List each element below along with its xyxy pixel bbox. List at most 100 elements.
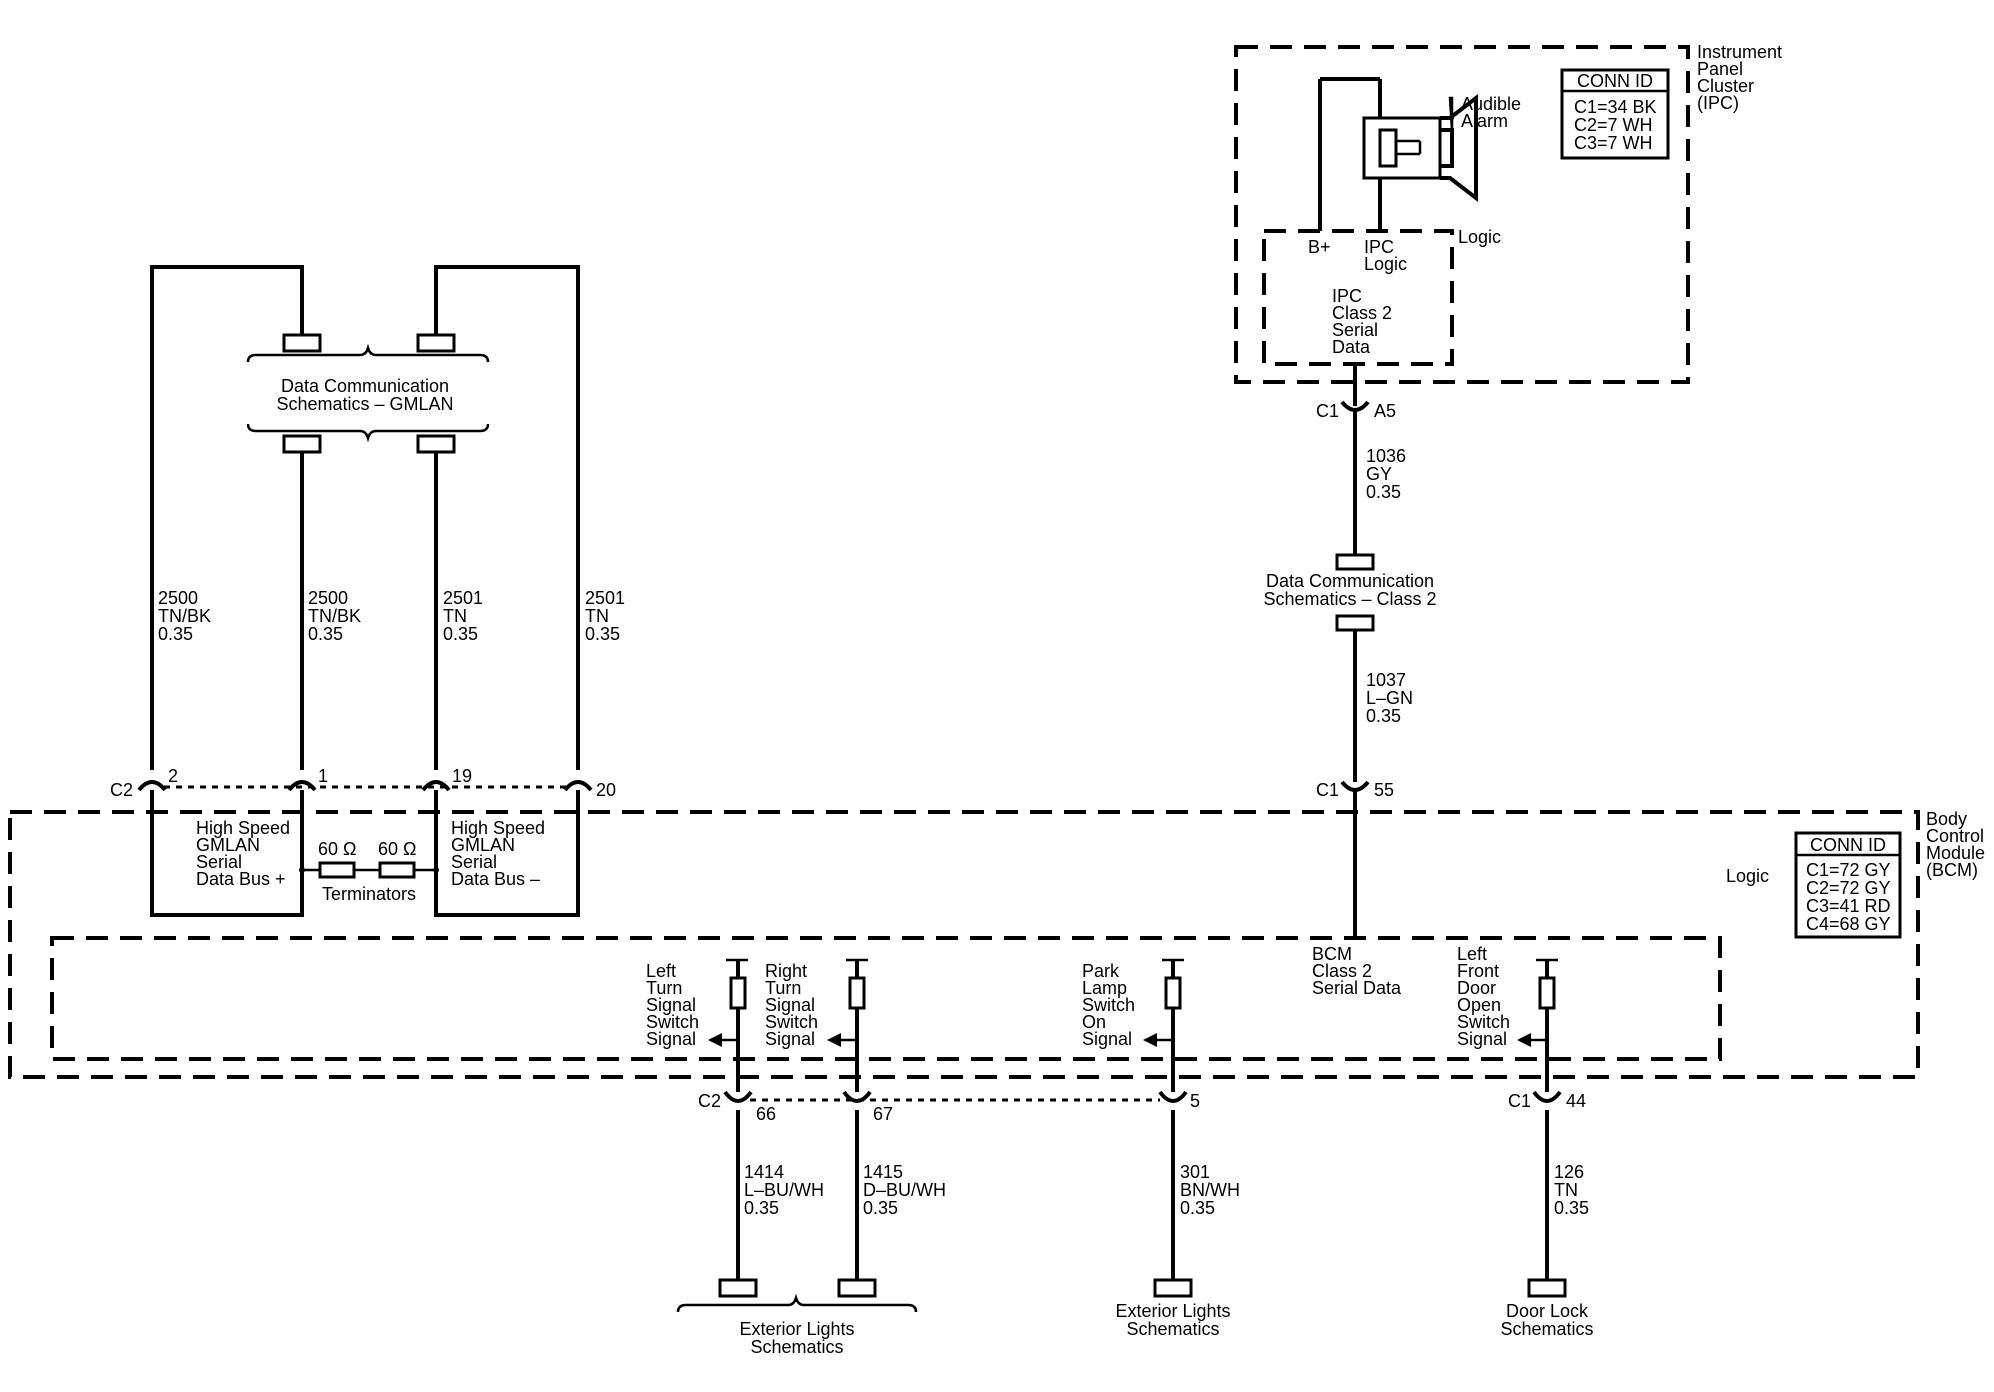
signal-label: Signal (646, 1029, 696, 1049)
bcm-conn-id-header: CONN ID (1810, 835, 1886, 855)
gmlan-wire-label: TN (585, 606, 609, 626)
gmlan-wire-label: 2501 (585, 588, 625, 608)
bottom-pin: 44 (1566, 1091, 1586, 1111)
door-open-signal-input (1517, 958, 1558, 1092)
signal-arrow-icon (708, 1033, 722, 1047)
bottom-connector-pin (1158, 1090, 1188, 1103)
signal-label: Left (1457, 944, 1487, 964)
signal-label: Front (1457, 961, 1499, 981)
door-lock-ref[interactable]: Door Lock (1506, 1301, 1589, 1321)
bus-minus-label: Serial (451, 852, 497, 872)
bus-plus-label: Data Bus + (196, 869, 286, 889)
door-lock-ref[interactable]: Schematics (1500, 1319, 1593, 1339)
audible-alarm-label: Audible (1461, 94, 1521, 114)
bottom-wire-label: 0.35 (1554, 1198, 1589, 1218)
signal-label: Right (765, 961, 807, 981)
resistor-value: 60 Ω (378, 839, 416, 859)
exterior-lights-bracket (676, 1293, 918, 1313)
wire-1037-label: 0.35 (1366, 706, 1401, 726)
signal-label: Switch (1457, 1012, 1510, 1032)
bottom-wire-label: 1414 (744, 1162, 784, 1182)
wire-1036-label: GY (1366, 464, 1392, 484)
ipc-module: CONN ID C1=34 BK C2=7 WH C3=7 WH Instrum… (1234, 42, 1782, 421)
bcm-title: (BCM) (1926, 860, 1978, 880)
bcm-title: Module (1926, 843, 1985, 863)
gmlan-conn-label: C2 (110, 780, 133, 800)
pullup-resistor-icon (848, 976, 866, 1010)
bottom-c1-label: C1 (1508, 1091, 1531, 1111)
park-lamp-signal-input (1143, 958, 1184, 1092)
gmlan-splice-bottom-left (282, 434, 322, 454)
gmlan-connector-pin (563, 780, 593, 792)
bottom-wire-label: 301 (1180, 1162, 1210, 1182)
wire-1036-label: 1036 (1366, 446, 1406, 466)
ipc-conn-id-table (1560, 68, 1670, 160)
splice-connector-top (1335, 553, 1375, 571)
signal-label: Door (1457, 978, 1496, 998)
gmlan-connector-pin (421, 780, 451, 792)
gmlan-wire-label: 0.35 (308, 624, 343, 644)
signal-label: Turn (646, 978, 682, 998)
right-turn-signal-input (827, 958, 868, 1092)
exterior-lights-ref[interactable]: Exterior Lights (739, 1319, 854, 1339)
class2-wire: 1036 GY 0.35 Data Communication Schemati… (1263, 410, 1437, 938)
gmlan-connector-pin (137, 780, 167, 792)
gmlan-ref[interactable]: Data Communication (281, 376, 449, 396)
signal-label: Switch (765, 1012, 818, 1032)
bottom-connector-pin (723, 1090, 753, 1103)
splice-connector-bottom (1335, 614, 1375, 632)
bcm-c1-pin: 55 (1374, 780, 1394, 800)
ipc-connector-label: C1 (1316, 401, 1339, 421)
bottom-wire-label: L–BU/WH (744, 1180, 824, 1200)
bus-plus-label: Serial (196, 852, 242, 872)
gmlan-pin: 20 (596, 780, 616, 800)
signal-label: Left (646, 961, 676, 981)
exterior-lights-ref[interactable]: Exterior Lights (1115, 1301, 1230, 1321)
exterior-lights-ref[interactable]: Schematics (750, 1337, 843, 1357)
signal-arrow-icon (1517, 1033, 1531, 1047)
gmlan-wire-label: TN/BK (158, 606, 211, 626)
bottom-wire-label: BN/WH (1180, 1180, 1240, 1200)
bottom-wire-label: 0.35 (1180, 1198, 1215, 1218)
signal-label: Switch (1082, 995, 1135, 1015)
ipc-serial-text: Class 2 (1332, 303, 1392, 323)
left-turn-signal-input (708, 958, 748, 1092)
bottom-wire-label: D–BU/WH (863, 1180, 946, 1200)
bus-plus-label: GMLAN (196, 835, 260, 855)
gmlan-wire-label: TN/BK (308, 606, 361, 626)
ipc-serial-text: Data (1332, 337, 1371, 357)
bcm-connector-c1-55 (1340, 780, 1370, 792)
bottom-splice (718, 1278, 758, 1298)
bcm-module: Body Control Module (BCM) CONN ID C1=72 … (8, 809, 1985, 1092)
gmlan-ref[interactable]: Schematics – GMLAN (276, 394, 453, 414)
signal-label: Turn (765, 978, 801, 998)
bottom-pin: 66 (756, 1104, 776, 1124)
signal-label: Signal (646, 995, 696, 1015)
bcm-logic-boundary (50, 936, 1722, 1061)
gmlan-splice-top-left (282, 333, 322, 353)
signal-label: Signal (765, 1029, 815, 1049)
exterior-lights-ref[interactable]: Schematics (1126, 1319, 1219, 1339)
dcs-class2-ref[interactable]: Schematics – Class 2 (1263, 589, 1436, 609)
ipc-logic-text: Logic (1364, 254, 1407, 274)
dcs-class2-ref[interactable]: Data Communication (1266, 571, 1434, 591)
ipc-title: Cluster (1697, 76, 1754, 96)
gmlan-wire-label: 0.35 (585, 624, 620, 644)
pullup-resistor-icon (1164, 976, 1182, 1010)
pullup-resistor-icon (1538, 976, 1556, 1010)
ipc-conn-id-row: C2=7 WH (1574, 115, 1653, 135)
audible-alarm-icon (1318, 77, 1478, 231)
terminators-label: Terminators (322, 884, 416, 904)
gmlan-splice-bottom-right (416, 434, 456, 454)
ipc-logic-label: Logic (1458, 227, 1501, 247)
resistor-icon (378, 861, 416, 879)
ipc-title: Panel (1697, 59, 1743, 79)
bottom-c2-label: C2 (698, 1091, 721, 1111)
bus-plus-label: High Speed (196, 818, 290, 838)
bottom-wire-label: 126 (1554, 1162, 1584, 1182)
resistor-value: 60 Ω (318, 839, 356, 859)
ipc-conn-id-header: CONN ID (1577, 71, 1653, 91)
bottom-connector-pin (1532, 1090, 1562, 1103)
signal-label: Signal (1082, 1029, 1132, 1049)
